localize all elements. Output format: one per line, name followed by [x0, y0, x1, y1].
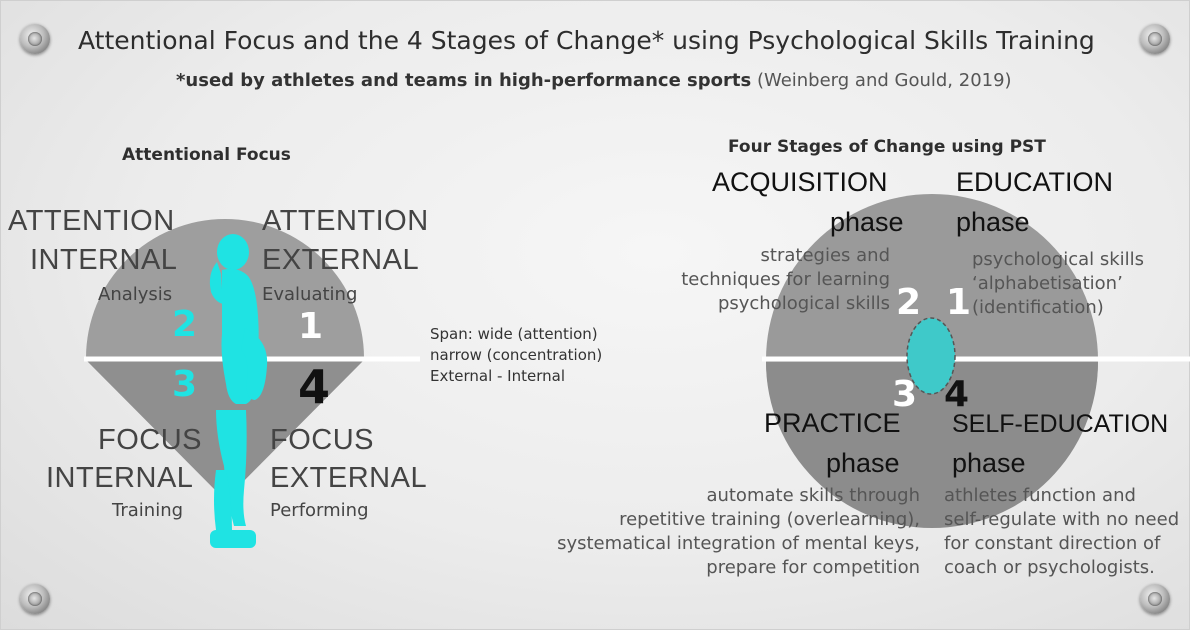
page-title: Attentional Focus and the 4 Stages of Ch… [78, 26, 1095, 55]
q1-number: 1 [298, 306, 324, 347]
acquisition-desc-line: psychological skills [717, 293, 890, 314]
self-education-label: SELF-EDUCATION [952, 410, 1169, 438]
education-label: EDUCATION [956, 167, 1114, 197]
screw-icon [20, 584, 50, 614]
self-education-desc-line: self-regulate with no need [944, 509, 1180, 530]
subtitle-main: *used by athletes and teams in high-perf… [176, 70, 752, 91]
q3-sub: Training [112, 500, 184, 521]
acquisition-number: 2 [896, 282, 922, 323]
self-education-desc: athletes function and self-regulate with… [944, 484, 1190, 580]
education-phase: phase [956, 207, 1030, 237]
practice-phase: phase [826, 448, 900, 478]
acquisition-desc-line: techniques for learning [681, 269, 890, 290]
stages-circle-lower [766, 362, 1098, 528]
q1-line1: ATTENTION [262, 205, 429, 237]
q4-number: 4 [298, 360, 331, 414]
q2-line1: ATTENTION [8, 205, 175, 237]
practice-desc-line: systematical integration of mental keys, [557, 533, 920, 554]
education-desc-line: ‘alphabetisation’ [972, 273, 1123, 294]
education-number: 1 [946, 282, 972, 323]
self-education-desc-line: athletes function and [944, 485, 1136, 506]
span-note-line: External - Internal [430, 367, 565, 385]
education-desc-line: (identification) [972, 297, 1104, 318]
q2-line2: INTERNAL [30, 244, 178, 276]
acquisition-label: ACQUISITION [712, 167, 888, 197]
center-oval [906, 317, 956, 395]
stages-heading: Four Stages of Change using PST [728, 137, 1046, 157]
page-subtitle: *used by athletes and teams in high-perf… [176, 70, 1012, 91]
self-education-phase: phase [952, 448, 1026, 478]
practice-label: PRACTICE [764, 408, 901, 438]
q4-sub: Performing [270, 500, 369, 521]
practice-desc: automate skills through repetitive train… [500, 484, 920, 580]
athlete-silhouette-icon [209, 234, 268, 548]
screw-icon [20, 24, 50, 54]
acquisition-phase: phase [830, 207, 904, 237]
self-education-desc-line: for constant direction of [944, 533, 1161, 554]
q2-sub: Analysis [98, 284, 173, 305]
q4-line1: FOCUS [270, 424, 374, 456]
self-education-number: 4 [944, 374, 970, 415]
q1-line2: EXTERNAL [262, 244, 420, 276]
q3-line1: FOCUS [98, 424, 202, 456]
q3-line2: INTERNAL [46, 462, 194, 494]
practice-desc-line: repetitive training (overlearning), [619, 509, 920, 530]
attentional-focus-heading: Attentional Focus [122, 145, 291, 165]
span-note-line: Span: wide (attention) [430, 325, 598, 343]
self-education-desc-line: coach or psychologists. [944, 557, 1155, 578]
practice-desc-line: prepare for competition [706, 557, 920, 578]
screw-icon [1140, 24, 1170, 54]
span-note-line: narrow (concentration) [430, 346, 603, 364]
q3-number: 3 [172, 364, 198, 405]
q1-sub: Evaluating [262, 284, 358, 305]
acquisition-desc: strategies and techniques for learning p… [640, 244, 890, 316]
screw-icon [1140, 584, 1170, 614]
education-desc-line: psychological skills [972, 249, 1145, 270]
education-desc: psychological skills ‘alphabetisation’ (… [972, 248, 1144, 320]
q2-number: 2 [172, 304, 198, 345]
subtitle-reference: (Weinberg and Gould, 2019) [756, 70, 1012, 91]
acquisition-desc-line: strategies and [760, 245, 890, 266]
practice-desc-line: automate skills through [706, 485, 920, 506]
span-note: Span: wide (attention) narrow (concentra… [430, 324, 602, 387]
practice-number: 3 [892, 374, 918, 415]
q4-line2: EXTERNAL [270, 462, 428, 494]
